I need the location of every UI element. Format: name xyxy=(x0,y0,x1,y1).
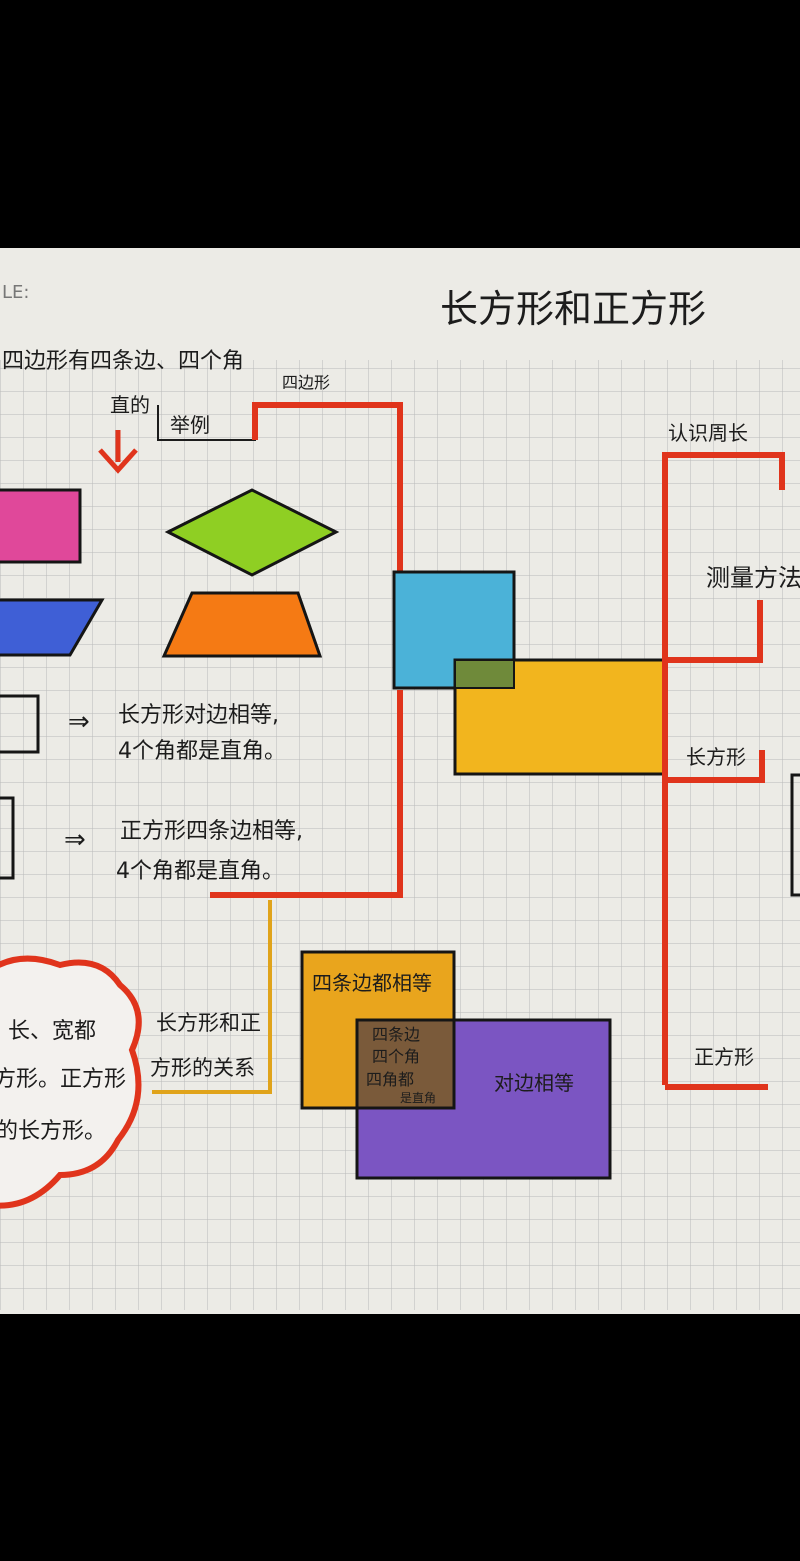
rect-prop-line1: 长方形对边相等, xyxy=(118,703,279,728)
relation-label-1: 长方形和正 xyxy=(156,1011,261,1035)
cloud-line-1: 长、宽都 xyxy=(8,1019,96,1044)
cloud-line-3: 的长方形。 xyxy=(0,1119,106,1144)
overlap-line-3: 四角都 xyxy=(366,1070,414,1089)
rect-box-label: 对边相等 xyxy=(494,1071,574,1095)
orange-trapezoid xyxy=(161,591,323,658)
perimeter-label: 认识周长 xyxy=(668,421,748,445)
red-bracket-right xyxy=(662,452,785,1085)
page-title: 长方形和正方形 xyxy=(440,287,706,331)
red-rect-bracket xyxy=(665,750,765,783)
rect-prop-line2: 4个角都是直角。 xyxy=(118,739,286,764)
square-outline-example xyxy=(0,796,15,880)
intro-sub-b: 举例 xyxy=(170,413,210,437)
cloud-line-2: 方形。正方形 xyxy=(0,1067,126,1092)
red-connector-top xyxy=(252,402,403,575)
measure-label: 测量方法 xyxy=(706,564,800,592)
right-square-label: 正方形 xyxy=(694,1045,754,1069)
relation-connector xyxy=(152,900,272,1094)
blue-parallelogram xyxy=(0,598,105,657)
square-prop-line2: 4个角都是直角。 xyxy=(116,859,284,884)
intro-sub-a: 直的 xyxy=(110,393,150,417)
down-arrow-icon xyxy=(98,430,138,474)
square-prop-line1: 正方形四条边相等, xyxy=(120,819,303,844)
header-label: LE: xyxy=(2,282,29,303)
pink-rectangle xyxy=(0,488,82,564)
red-measure-bracket xyxy=(665,600,763,663)
square-box-label: 四条边都相等 xyxy=(312,971,432,995)
overlap-region xyxy=(454,659,515,689)
cloud-bubble xyxy=(0,955,142,1209)
rect-outline-example xyxy=(0,694,40,754)
overlap-line-1: 四条边 xyxy=(372,1025,420,1044)
brown-overlap xyxy=(355,1018,456,1110)
green-rhombus xyxy=(164,488,340,577)
red-connector-left xyxy=(210,690,403,898)
quad-label: 四边形 xyxy=(282,373,330,392)
rect-arrow: ⇒ xyxy=(68,707,90,737)
overlap-line-4: 是直角 xyxy=(400,1091,436,1105)
square-arrow: ⇒ xyxy=(64,825,86,855)
relation-label-2: 方形的关系 xyxy=(150,1056,255,1080)
overlap-line-2: 四个角 xyxy=(372,1047,420,1066)
intro-line: 四边形有四条边、四个角 xyxy=(2,349,244,374)
right-rect-label: 长方形 xyxy=(686,745,746,769)
right-edge-box xyxy=(790,773,800,897)
